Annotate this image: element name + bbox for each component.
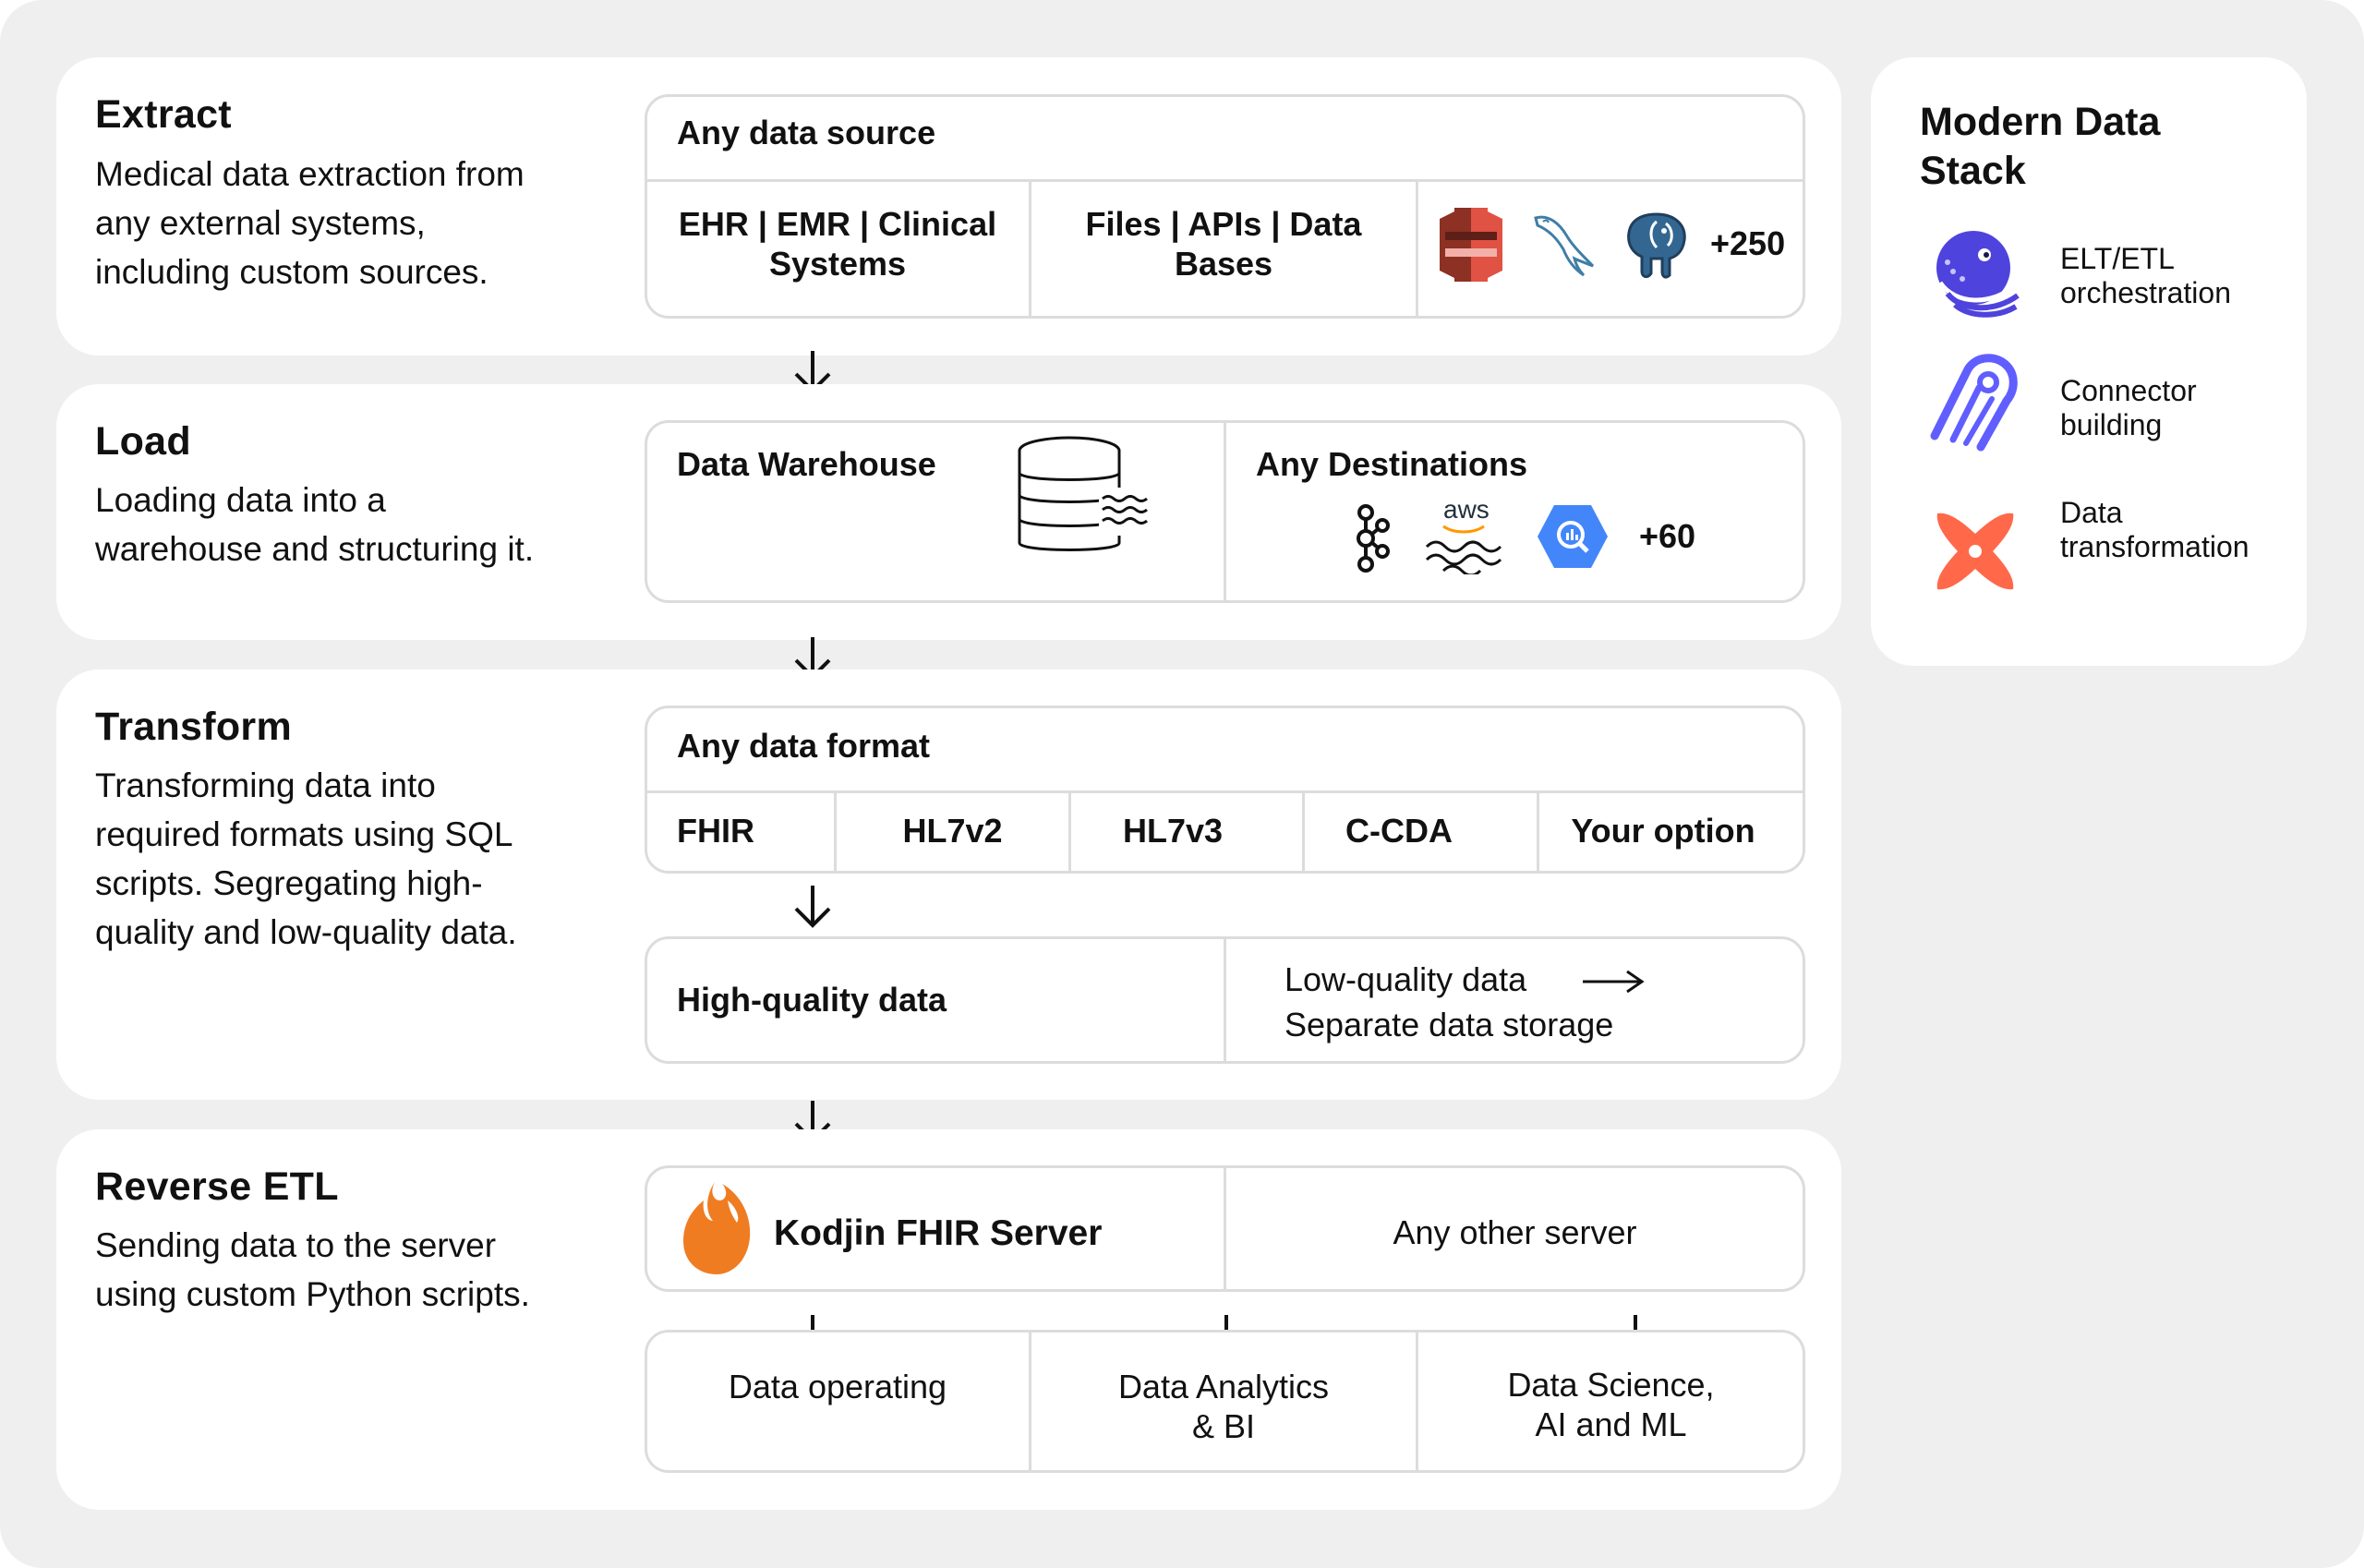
modern-data-stack-title: Modern Data Stack (1920, 100, 2161, 193)
format-hl7v3: HL7v3 (1122, 812, 1224, 850)
dagster-octopus-icon (1936, 231, 2020, 318)
divider (1537, 792, 1539, 872)
any-data-source-label: Any data source (677, 114, 936, 151)
separate-storage-label: Separate data storage (1285, 1006, 1614, 1043)
load-title: Load (95, 419, 191, 464)
divider (1224, 1167, 1226, 1290)
divider (1224, 938, 1226, 1062)
divider (1068, 792, 1071, 872)
extract-title: Extract (95, 92, 232, 137)
stack-label-orchestration: ELT/ETL orchestration (2060, 242, 2231, 309)
outputs-box (645, 1330, 1805, 1473)
modern-data-stack-panel (1871, 57, 2307, 666)
low-quality-label: Low-quality data (1285, 960, 1527, 998)
aws-label: aws (1443, 495, 1490, 524)
high-quality-label: High-quality data (677, 981, 947, 1019)
kafka-icon (1357, 504, 1390, 573)
stack-label-transformation: Data transformation (2060, 496, 2249, 563)
any-data-format-label: Any data format (677, 727, 931, 765)
output-data-analytics: Data Analytics & BI (1117, 1368, 1330, 1445)
divider (1029, 181, 1031, 317)
reverse-etl-title: Reverse ETL (95, 1164, 339, 1209)
reverse-etl-description: Sending data to the server using custom … (95, 1226, 530, 1313)
format-hl7v2: HL7v2 (902, 812, 1003, 850)
divider (1416, 1332, 1418, 1471)
mysql-dolphin-icon (1534, 215, 1595, 277)
dbt-icon (1936, 513, 2014, 590)
any-other-server-label: Any other server (1393, 1213, 1637, 1251)
output-data-operating: Data operating (728, 1368, 947, 1405)
output-data-science: Data Science, AI and ML (1507, 1366, 1715, 1443)
kodjin-flame-icon (683, 1182, 751, 1274)
extract-source-box (645, 94, 1805, 319)
bigquery-icon (1538, 505, 1608, 568)
data-warehouse-label: Data Warehouse (677, 445, 936, 483)
airbyte-icon (1930, 354, 2018, 452)
divider (1302, 792, 1305, 872)
divider (1224, 422, 1226, 601)
data-format-box (645, 706, 1805, 874)
arrow-right-icon (1583, 970, 1645, 994)
divider (646, 790, 1803, 793)
kodjin-server-label: Kodjin FHIR Server (774, 1213, 1103, 1253)
divider (1029, 1332, 1031, 1471)
divider (646, 179, 1803, 182)
stack-label-connector: Connector building (2060, 374, 2197, 441)
transform-title: Transform (95, 705, 292, 749)
format-c-cda: C-CDA (1345, 812, 1453, 850)
source-count: +250 (1710, 224, 1786, 262)
format-your-option: Your option (1571, 812, 1755, 850)
extract-description: Medical data extraction from any externa… (95, 155, 525, 291)
format-fhir: FHIR (677, 812, 754, 850)
destination-count: +60 (1639, 517, 1696, 555)
aws-icon: aws (1423, 495, 1504, 574)
divider (834, 792, 837, 872)
divider (1416, 181, 1418, 317)
transform-description: Transforming data into required formats … (95, 766, 517, 951)
database-icon (1018, 436, 1152, 551)
load-description: Loading data into a warehouse and struct… (95, 481, 535, 568)
postgresql-elephant-icon (1627, 212, 1686, 279)
files-apis-label: Files | APIs | Data Bases (1085, 205, 1362, 283)
ehr-emr-label: EHR | EMR | Clinical Systems (678, 205, 997, 283)
any-destinations-label: Any Destinations (1256, 445, 1528, 483)
aws-s3-icon (1440, 208, 1502, 282)
arrow-down-icon (794, 886, 831, 928)
